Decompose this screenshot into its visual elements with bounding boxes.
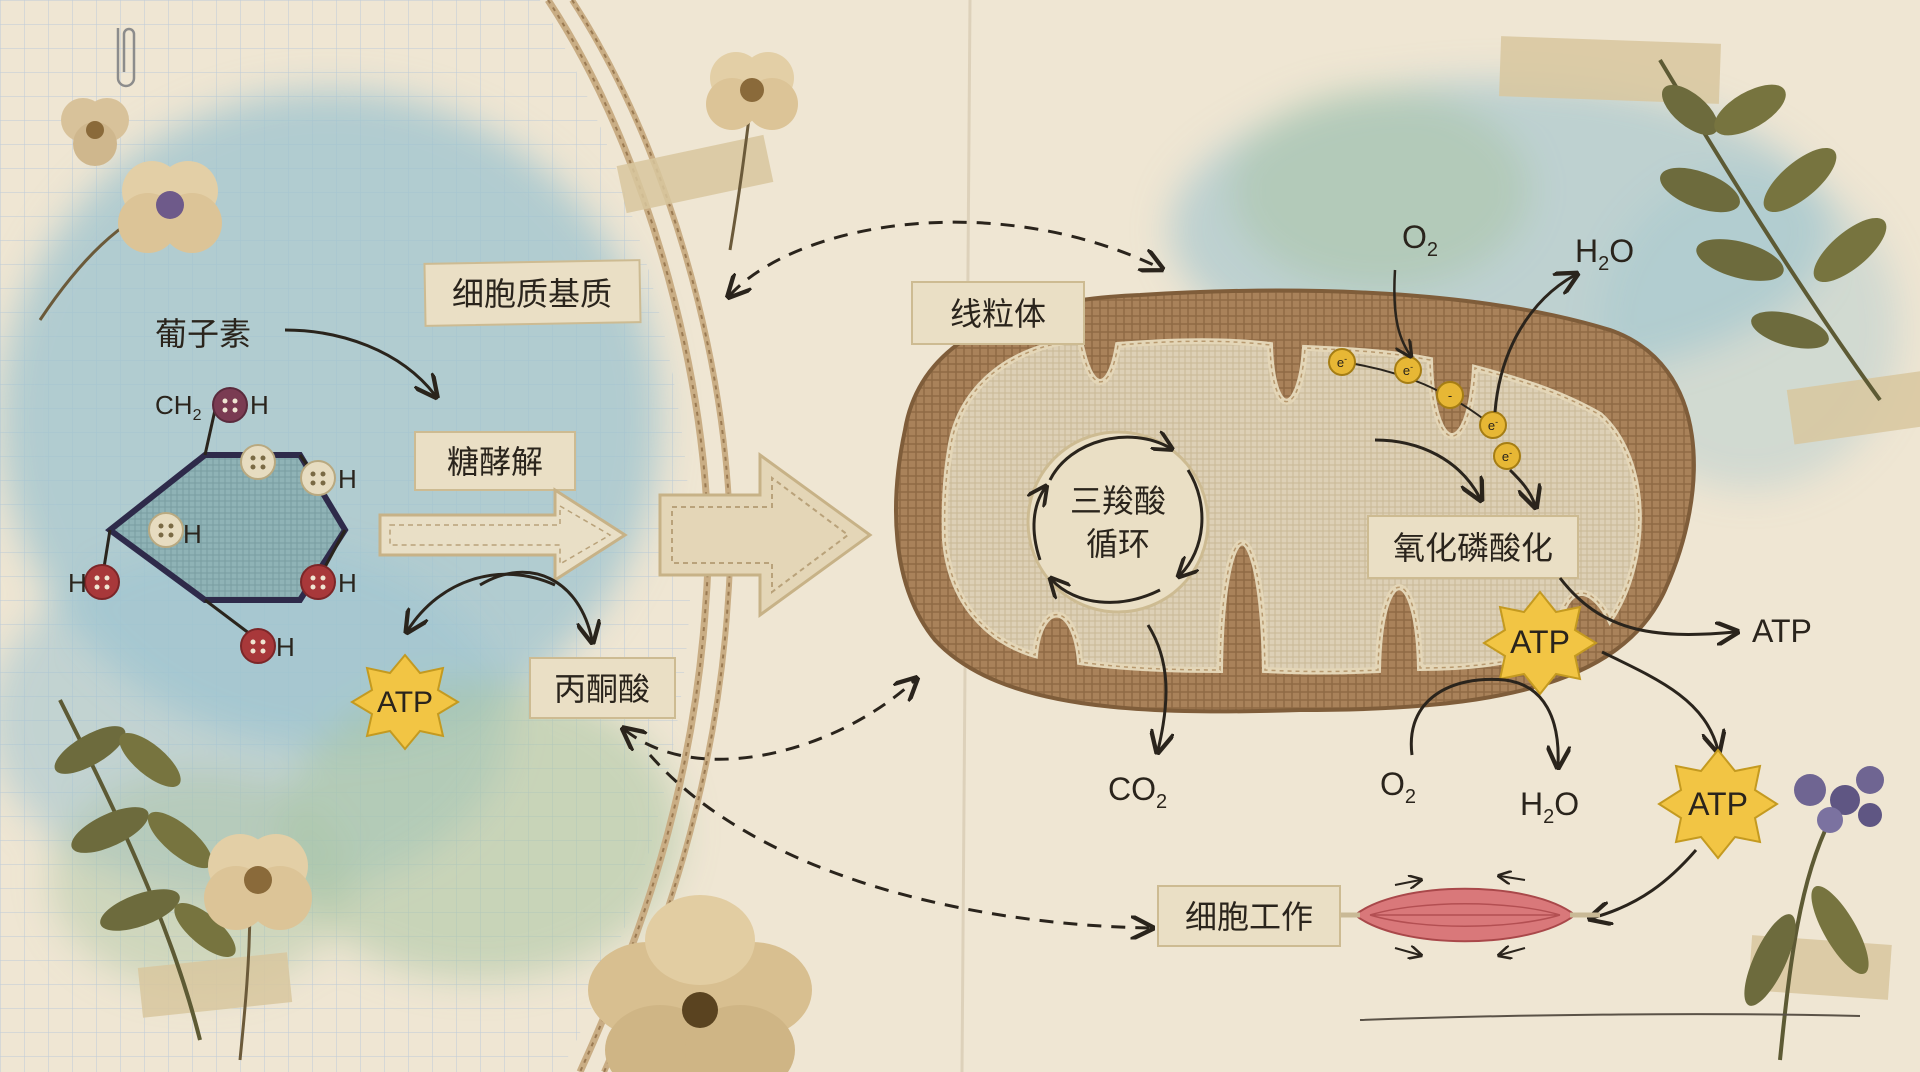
atp-star-matrix: ATP — [1482, 590, 1598, 696]
pyruvate-label: 丙酮酸 — [554, 670, 650, 708]
svg-text:-: - — [1448, 388, 1452, 403]
glycolysis-label-card: 糖酵解 — [414, 431, 576, 491]
arrow-into-oxphos-right — [1508, 468, 1535, 505]
muscle-fiber — [1330, 876, 1600, 955]
mitochondrion-label-card: 线粒体 — [911, 281, 1085, 345]
atp-out-label: ATP — [1752, 613, 1812, 649]
button-red-right — [300, 564, 336, 600]
cytoplasm-label: 细胞质基质 — [452, 275, 612, 313]
electron-4: e- — [1479, 411, 1507, 439]
atp-star-bottom: ATP — [1657, 748, 1779, 860]
svg-text:e-: e- — [1488, 417, 1498, 433]
button-cream-right — [300, 460, 336, 496]
atp-glycolysis-label: ATP — [377, 686, 433, 719]
arrow-to-atp-bottom — [1601, 650, 1718, 750]
tca-label-line1: 三羧酸 — [1070, 482, 1166, 520]
svg-text:e-: e- — [1502, 448, 1512, 464]
h2o-bottom-label: H2O — [1520, 786, 1579, 828]
oxphos-label: 氧化磷酸化 — [1393, 529, 1553, 567]
h-label-top: H — [250, 390, 269, 420]
h2o-top-label: H2O — [1575, 233, 1634, 275]
svg-text:e-: e- — [1337, 354, 1347, 370]
button-cream-center — [148, 512, 184, 548]
electron-5: e- — [1493, 442, 1521, 470]
glycolysis-label: 糖酵解 — [447, 443, 543, 481]
tca-cycle: 三羧酸 循环 — [1026, 430, 1210, 614]
button-red-left — [84, 564, 120, 600]
pencil-line — [1359, 1013, 1861, 1021]
electron-transport-chain: e- e- - e- e- — [1328, 348, 1521, 470]
arrow-into-oxphos-left — [1374, 438, 1480, 498]
glucose-label: 葡子素 — [155, 315, 251, 353]
cell-work-label: 细胞工作 — [1185, 898, 1313, 936]
button-cream-top — [240, 444, 276, 480]
ch2-label: CH2 — [155, 390, 202, 424]
transport-arrow — [658, 452, 873, 618]
pressed-flower-bottom-right — [1744, 766, 1884, 1061]
arrow-to-atp-out — [1558, 577, 1735, 634]
dashed-arrows — [625, 220, 1160, 928]
atp-star-glycolysis: ATP — [350, 653, 460, 751]
glycolysis-arrow — [378, 487, 628, 583]
o2-bottom-label: O2 — [1380, 766, 1416, 808]
pressed-flower-bottom-center — [588, 895, 812, 1072]
fern-top-right — [1658, 58, 1887, 402]
pressed-flower-top-left — [38, 98, 222, 321]
button-red-bottom — [240, 628, 276, 664]
tca-label-line2: 循环 — [1086, 525, 1150, 563]
o2-top-label: O2 — [1402, 219, 1438, 261]
dashed-arrow-pyruvate-mito — [625, 680, 915, 761]
arrow-o2-top — [1393, 269, 1410, 355]
electron-1: e- — [1328, 348, 1356, 376]
mitochondrion-label: 线粒体 — [950, 295, 1046, 333]
button-plum — [212, 387, 248, 423]
svg-text:e-: e- — [1403, 362, 1413, 378]
atp-matrix-label: ATP — [1510, 624, 1570, 660]
cell-work-label-card: 细胞工作 — [1157, 885, 1341, 947]
cytoplasm-label-card: 细胞质基质 — [423, 259, 642, 327]
atp-bottom-label: ATP — [1688, 786, 1748, 822]
glucose-molecule: CH2 H H H H H H — [68, 387, 357, 664]
arrow-to-h2o-top — [1493, 275, 1575, 413]
dashed-arrow-pyruvate-work — [648, 754, 1150, 928]
paper-clip — [116, 27, 136, 88]
pressed-flower-bottom-left — [204, 834, 312, 1061]
fern-bottom-left — [54, 699, 236, 1041]
pyruvate-label-card: 丙酮酸 — [529, 657, 676, 719]
co2-label: CO2 — [1108, 771, 1167, 813]
h-label-right-lower: H — [338, 568, 357, 598]
pressed-flower-top-center — [706, 52, 798, 251]
oxphos-label-card: 氧化磷酸化 — [1367, 515, 1579, 579]
h-label-bottom: H — [276, 632, 295, 662]
arrow-to-muscle — [1592, 849, 1698, 918]
arrow-to-atp-glycolysis — [408, 572, 556, 630]
glucose-arrow — [284, 328, 435, 395]
h-label-right: H — [338, 464, 357, 494]
arrow-to-co2 — [1146, 624, 1166, 750]
h-label-left: H — [68, 568, 87, 598]
h-label-center: H — [183, 519, 202, 549]
dashed-arrow-membrane-mito — [730, 220, 1160, 295]
arrow-o2-to-h2o-bottom — [1409, 677, 1558, 765]
electron-2: e- — [1394, 356, 1422, 384]
arrow-to-pyruvate — [479, 570, 592, 640]
electron-3: - — [1436, 381, 1464, 409]
